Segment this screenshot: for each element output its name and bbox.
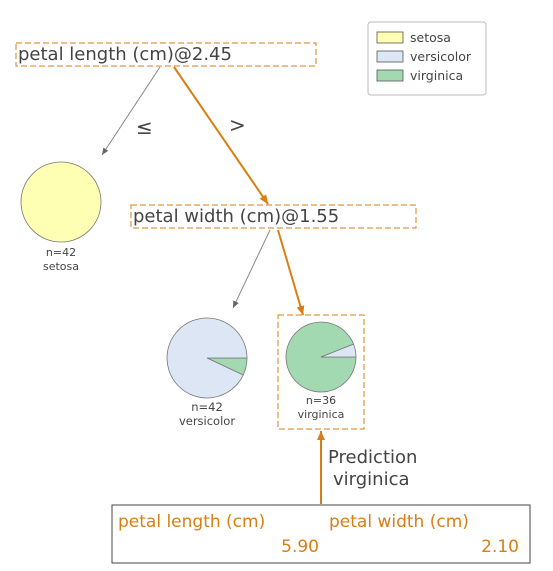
leaf-versicolor-pie xyxy=(166,317,248,399)
pie-slice-setosa xyxy=(20,161,102,243)
root-split-label: petal length (cm)@2.45 xyxy=(18,44,232,65)
edge-root-to-setosa xyxy=(101,66,161,156)
leaf-virginica-highlight-box xyxy=(277,314,365,430)
pie-slice-versicolor xyxy=(166,317,248,399)
leaf-setosa-class: setosa xyxy=(43,260,79,273)
legend-label-virginica: virginica xyxy=(410,68,463,83)
edge-root-to-inner-highlight xyxy=(173,66,269,205)
leaf-setosa: n=42 setosa xyxy=(20,161,102,273)
legend: setosa versicolor virginica xyxy=(367,21,487,96)
root-split-node: petal length (cm)@2.45 xyxy=(15,42,317,67)
legend-swatch-versicolor xyxy=(376,50,404,63)
inner-split-label: petal width (cm)@1.55 xyxy=(133,206,339,227)
legend-swatch-setosa xyxy=(376,31,404,44)
legend-label-setosa: setosa xyxy=(410,30,451,45)
pie-slice-versicolor xyxy=(320,343,357,358)
leaf-virginica-class: virginica xyxy=(298,408,345,421)
inner-split-box xyxy=(130,204,417,229)
edge-label-less-equal: ≤ xyxy=(136,115,153,139)
prediction-class: virginica xyxy=(333,469,410,490)
leaf-setosa-count: n=42 xyxy=(46,246,76,259)
leaf-virginica-pie xyxy=(285,321,357,393)
leaf-versicolor: n=42 versicolor xyxy=(166,317,248,428)
instance-feature2-value: 2.10 xyxy=(481,537,519,557)
edge-inner-to-versicolor xyxy=(232,229,271,309)
leaf-virginica-count: n=36 xyxy=(306,394,336,407)
instance-box: petal length (cm) 5.90 petal width (cm) … xyxy=(111,504,531,564)
instance-feature1-name: petal length (cm) xyxy=(118,512,265,532)
instance-feature1-value: 5.90 xyxy=(281,537,319,557)
inner-split-node: petal width (cm)@1.55 xyxy=(130,204,417,229)
legend-label-versicolor: versicolor xyxy=(410,49,472,64)
instance-feature2-name: petal width (cm) xyxy=(329,512,469,532)
legend-swatch-virginica xyxy=(376,69,404,82)
instance-frame xyxy=(111,504,531,564)
leaf-versicolor-count: n=42 xyxy=(191,400,223,414)
leaf-versicolor-class: versicolor xyxy=(179,414,235,428)
leaf-virginica: n=36 virginica xyxy=(277,314,365,430)
edge-label-greater: > xyxy=(229,113,246,137)
leaf-setosa-pie xyxy=(20,161,102,243)
edge-inner-to-virginica-highlight xyxy=(277,229,305,316)
root-split-box xyxy=(15,42,317,67)
prediction-title: Prediction xyxy=(328,447,417,468)
